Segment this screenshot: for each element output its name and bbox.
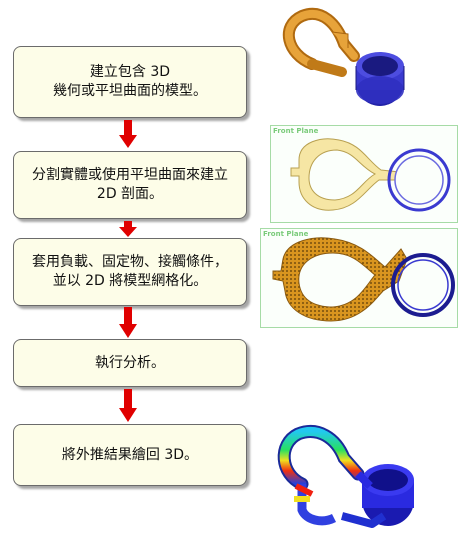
step-2-line-1: 分割實體或使用平坦曲面來建立 <box>32 167 228 183</box>
step-1-line-1: 建立包含 3D <box>89 64 171 80</box>
step-box-2: 分割實體或使用平坦曲面來建立 2D 剖面。 <box>13 151 247 219</box>
arrow-down-icon <box>119 120 137 148</box>
front-plane-sketch-panel: Front Plane <box>270 125 458 223</box>
step-box-1: 建立包含 3D 幾何或平坦曲面的模型。 <box>13 46 247 118</box>
step-3-line-1: 套用負載、固定物、接觸條件， <box>32 254 228 270</box>
2d-section-illustration <box>290 138 451 212</box>
front-plane-label: Front Plane <box>273 127 319 135</box>
step-3-line-2: 並以 2D 將模型網格化。 <box>52 273 208 289</box>
step-1-text: 建立包含 3D 幾何或平坦曲面的模型。 <box>53 63 207 101</box>
step-box-4: 執行分析。 <box>13 339 247 387</box>
arrow-down-icon <box>119 307 137 338</box>
3d-results-illustration <box>277 425 414 528</box>
step-box-3: 套用負載、固定物、接觸條件， 並以 2D 將模型網格化。 <box>13 238 247 306</box>
step-box-5: 將外推結果繪回 3D。 <box>13 424 247 486</box>
3d-model-illustration <box>282 8 405 106</box>
step-3-text: 套用負載、固定物、接觸條件， 並以 2D 將模型網格化。 <box>32 253 228 291</box>
step-5-text: 將外推結果繪回 3D。 <box>61 446 199 463</box>
arrow-down-icon <box>119 389 137 422</box>
front-plane-label: Front Plane <box>263 230 309 238</box>
step-2-text: 分割實體或使用平坦曲面來建立 2D 剖面。 <box>32 166 228 204</box>
step-2-line-2: 2D 剖面。 <box>96 186 164 202</box>
front-plane-mesh-panel: Front Plane <box>260 228 458 328</box>
step-1-line-2: 幾何或平坦曲面的模型。 <box>53 83 207 99</box>
arrow-down-icon <box>119 221 137 237</box>
meshed-model-illustration <box>272 237 455 322</box>
step-4-text: 執行分析。 <box>95 354 165 371</box>
